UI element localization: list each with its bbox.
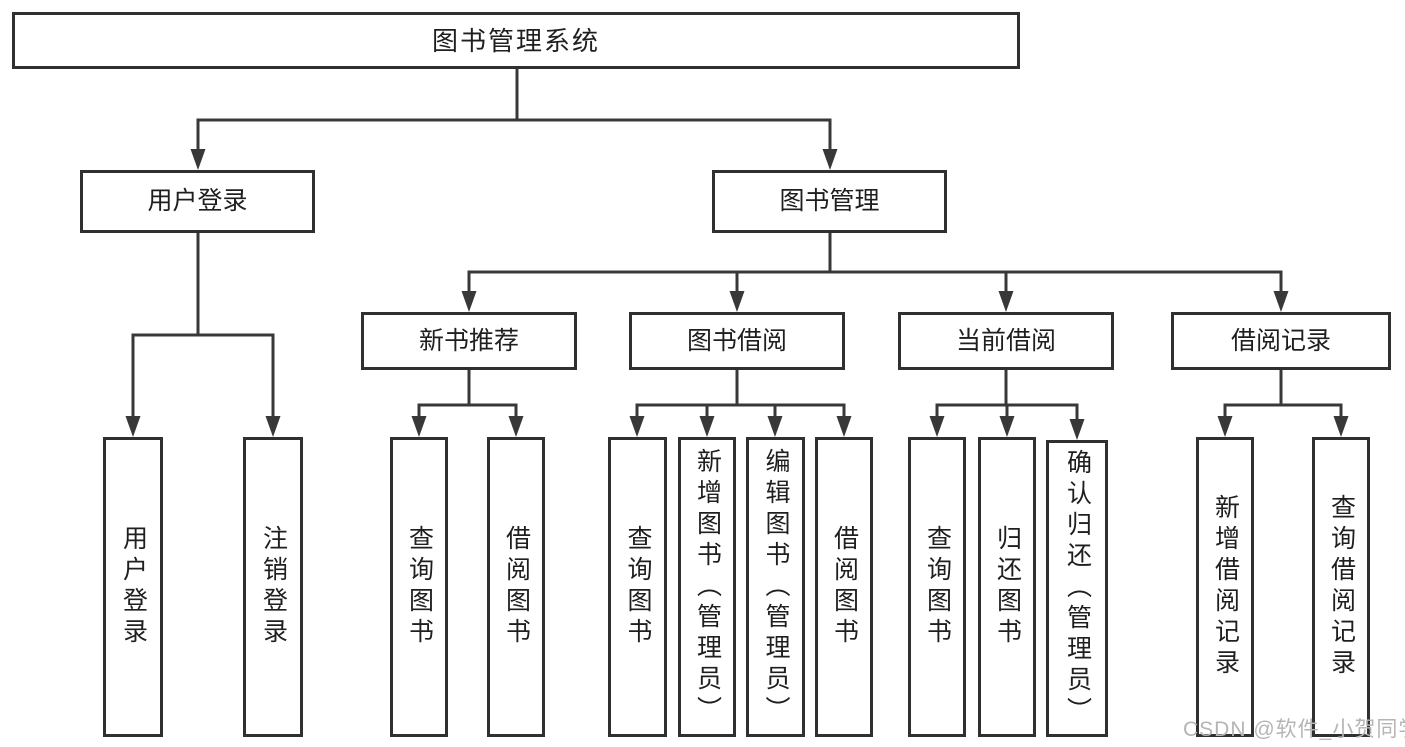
leaf-bookborrow-edit-books-admin-label: 编辑图书（管理员） bbox=[762, 447, 790, 727]
node-borrow-records-label: 借阅记录 bbox=[1230, 326, 1331, 355]
leaf-bookborrow-borrow-books-label: 借阅图书 bbox=[830, 525, 859, 649]
leaf-user-login: 用户登录 bbox=[103, 437, 163, 737]
node-current-borrow-label: 当前借阅 bbox=[955, 326, 1056, 355]
leaf-logout-label: 注销登录 bbox=[259, 525, 288, 649]
node-new-book-recommend: 新书推荐 bbox=[361, 312, 577, 370]
leaf-records-add-borrow-record-label: 新增借阅记录 bbox=[1211, 494, 1240, 680]
leaf-bookborrow-borrow-books: 借阅图书 bbox=[815, 437, 873, 737]
leaf-current-query-books-label: 查询图书 bbox=[923, 525, 952, 649]
leaf-bookborrow-add-books-admin: 新增图书（管理员） bbox=[678, 437, 736, 737]
node-book-management: 图书管理 bbox=[712, 170, 947, 233]
leaf-current-confirm-return-admin: 确认归还（管理员） bbox=[1046, 440, 1108, 737]
leaf-newbook-query-books: 查询图书 bbox=[390, 437, 448, 737]
node-book-borrow-label: 图书借阅 bbox=[686, 326, 787, 355]
leaf-user-login-label: 用户登录 bbox=[119, 525, 148, 649]
csdn-watermark: CSDN @软件_小贺同学 bbox=[1183, 718, 1405, 741]
leaf-bookborrow-query-books: 查询图书 bbox=[608, 437, 667, 737]
node-user-login-label: 用户登录 bbox=[147, 187, 248, 215]
node-new-book-recommend-label: 新书推荐 bbox=[418, 326, 519, 355]
node-user-login: 用户登录 bbox=[80, 170, 315, 233]
leaf-records-query-borrow-record: 查询借阅记录 bbox=[1312, 437, 1370, 737]
node-borrow-records: 借阅记录 bbox=[1171, 312, 1391, 370]
node-root-label: 图书管理系统 bbox=[431, 25, 600, 56]
leaf-records-add-borrow-record: 新增借阅记录 bbox=[1196, 437, 1254, 737]
leaf-current-query-books: 查询图书 bbox=[908, 437, 966, 737]
node-book-management-label: 图书管理 bbox=[779, 187, 880, 215]
leaf-bookborrow-edit-books-admin: 编辑图书（管理员） bbox=[746, 437, 805, 737]
leaf-records-query-borrow-record-label: 查询借阅记录 bbox=[1327, 494, 1356, 680]
node-root-system: 图书管理系统 bbox=[12, 12, 1020, 69]
leaf-current-return-books: 归还图书 bbox=[978, 437, 1036, 737]
leaf-logout: 注销登录 bbox=[243, 437, 303, 737]
node-book-borrow: 图书借阅 bbox=[629, 312, 845, 370]
leaf-bookborrow-query-books-label: 查询图书 bbox=[624, 525, 652, 649]
node-current-borrow: 当前借阅 bbox=[898, 312, 1114, 370]
leaf-bookborrow-add-books-admin-label: 新增图书（管理员） bbox=[693, 447, 722, 727]
leaf-newbook-query-books-label: 查询图书 bbox=[405, 525, 434, 649]
leaf-newbook-borrow-books: 借阅图书 bbox=[487, 437, 545, 737]
leaf-current-return-books-label: 归还图书 bbox=[993, 525, 1022, 649]
leaf-current-confirm-return-admin-label: 确认归还（管理员） bbox=[1063, 449, 1092, 728]
leaf-newbook-borrow-books-label: 借阅图书 bbox=[502, 525, 531, 649]
